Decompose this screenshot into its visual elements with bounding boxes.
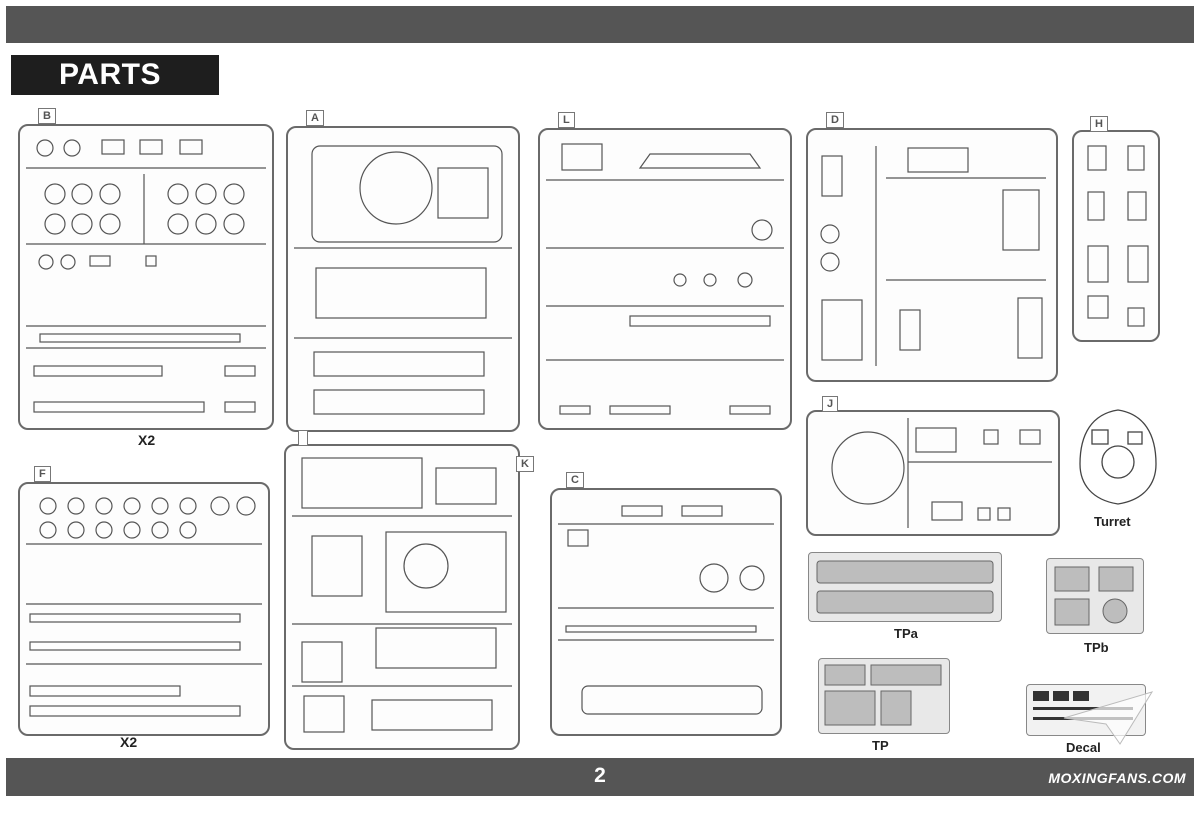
header-band [6, 6, 1194, 43]
sprue-l-tab: L [558, 112, 575, 128]
sprue-f [18, 482, 270, 736]
turret-label: Turret [1094, 514, 1131, 529]
sprue-b-quantity: X2 [138, 432, 156, 448]
sprue-l [538, 128, 792, 430]
sprue-h-tab: H [1090, 116, 1108, 132]
sprue-b-parts [26, 139, 266, 413]
sprue-a [286, 126, 520, 432]
decal-label: Decal [1066, 740, 1101, 755]
sprue-c-tab: C [566, 472, 584, 488]
page-title: PARTS [11, 55, 219, 95]
sprue-l-parts [546, 143, 784, 415]
sprue-k-parts [292, 457, 512, 733]
photo-etch-tpa [808, 552, 1002, 622]
footer-band: 2 [6, 758, 1194, 796]
watermark-plane-icon [1063, 691, 1154, 745]
sprue-f-tab: F [34, 466, 51, 482]
tpa-label: TPa [894, 626, 918, 641]
sprue-c-parts [558, 505, 774, 715]
photo-etch-tpb [1046, 558, 1144, 634]
sprue-k-tab-left [298, 430, 308, 446]
sprue-c [550, 488, 782, 736]
sprue-b [18, 124, 274, 430]
tpb-parts [1054, 566, 1134, 626]
tp-parts [824, 664, 942, 726]
sprue-k [284, 444, 520, 750]
page-number: 2 [594, 764, 606, 787]
watermark-text: MOXINGFANS.COM [1048, 770, 1186, 786]
tp-label: TP [872, 738, 889, 753]
sprue-d-parts [820, 146, 1046, 366]
sprue-k-tab: K [516, 456, 534, 472]
sprue-a-parts [294, 145, 512, 415]
sprue-d [806, 128, 1058, 382]
sprue-h [1072, 130, 1160, 342]
tpb-label: TPb [1084, 640, 1109, 655]
sprue-b-tab: B [38, 108, 56, 124]
sprue-f-quantity: X2 [120, 734, 138, 750]
sprue-h-parts [1087, 145, 1149, 327]
sprue-j-tab: J [822, 396, 839, 412]
sprue-d-tab: D [826, 112, 844, 128]
sprue-a-tab: A [306, 110, 324, 126]
sprue-f-parts [26, 496, 262, 717]
photo-etch-tp [818, 658, 950, 734]
turret-drawing [1079, 409, 1157, 505]
sprue-j [806, 410, 1060, 536]
sprue-j-parts [831, 418, 1052, 528]
tpa-parts [816, 560, 994, 614]
